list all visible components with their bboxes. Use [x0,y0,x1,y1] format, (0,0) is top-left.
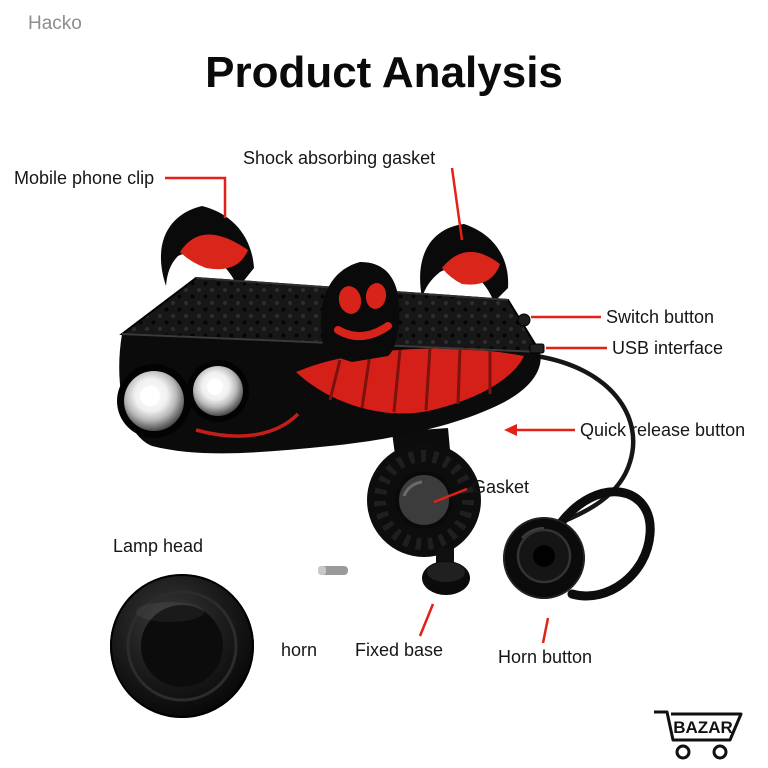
page-title: Product Analysis [205,48,563,97]
horn-button-remote [503,517,585,599]
phone-clip-right [420,224,509,302]
horn-strap-loop [555,487,655,601]
leader-lines [165,167,607,644]
label-shock-absorbing-gasket: Shock absorbing gasket [243,148,436,168]
led-lamps [117,360,249,438]
watermark-text: Hacko [28,13,82,34]
fixed-base-clamp [367,443,481,557]
label-horn-button: Horn button [498,647,593,667]
label-horn: horn [281,640,318,660]
switch-button-detail [517,313,531,327]
tightening-knob [422,548,470,595]
red-swoosh [195,347,524,438]
leader-arrowhead [504,424,517,436]
metal-pin [318,566,348,575]
label-gasket: Gasket [472,477,530,497]
phone-clip-left [160,206,254,288]
bazar-logo-text: BAZAR [673,718,733,737]
label-usb-interface: USB interface [612,338,724,358]
label-quick-release-button: Quick release button [580,420,746,440]
shopping-cart-icon: BAZAR [654,710,743,760]
horn-cable [535,353,636,525]
center-clamp-gasket [321,262,400,362]
label-lamp-head: Lamp head [113,536,204,556]
label-switch-button: Switch button [606,307,715,327]
bazar-logo: BAZAR [650,702,750,768]
usb-port-detail [529,343,545,354]
label-mobile-phone-clip: Mobile phone clip [14,168,155,188]
lamp-head-closeup [110,574,254,718]
label-fixed-base: Fixed base [355,640,444,660]
